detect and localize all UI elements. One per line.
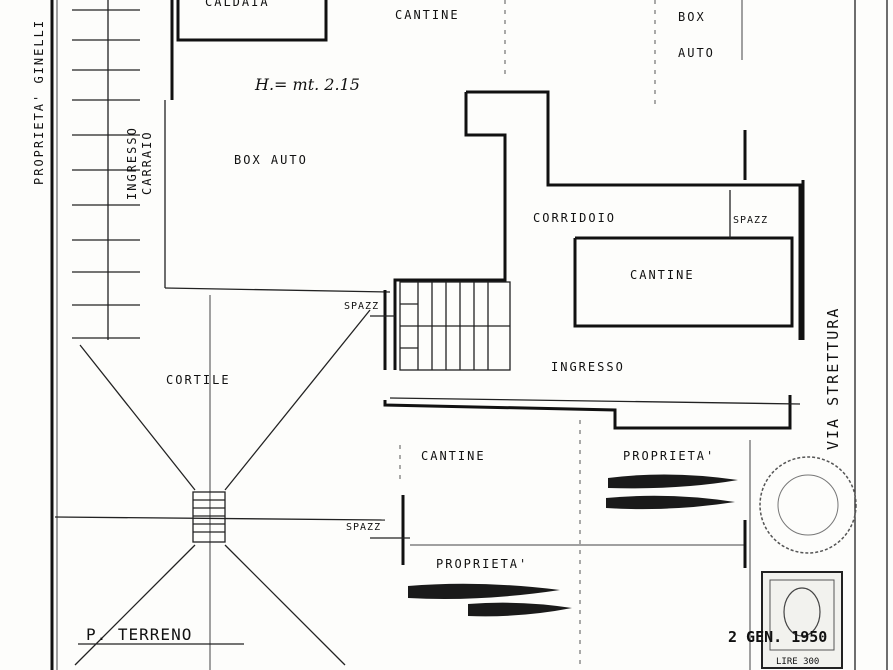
ramp-ticks [72,9,140,339]
official-seal [759,456,857,554]
redaction-marks [408,474,738,617]
cantine-top-label: CANTINE [395,8,460,22]
box-right-label-1: BOX [678,10,706,24]
spazz-right-label: SPAZZ [733,215,768,226]
spazz-left-label: SPAZZ [344,301,379,312]
box-right-label-2: AUTO [678,46,715,60]
stamp-value: LIRE 300 [776,657,819,667]
proprieta-ginelli-label: PROPRIETA' GINELLI [32,19,46,185]
box-auto-label: BOX AUTO [234,153,308,167]
spazz-bottom-label: SPAZZ [346,522,381,533]
height-note: H.= mt. 2.15 [254,75,360,94]
ingresso-carraio-label-1: INGRESSO [125,126,139,200]
ingresso-bottom-wall [383,395,792,430]
stair-core-wall [393,92,507,370]
proprieta-bottom-label: PROPRIETA' [436,557,528,571]
caldaia-wall [176,0,328,42]
cortile-drain [192,491,226,543]
ingresso-inner-line [389,397,801,405]
cantine-bottom-label: CANTINE [421,449,486,463]
via-strettura-label: VIA STRETTURA [824,307,842,450]
cortile-diagonals [54,295,386,670]
revenue-stamp [761,571,843,669]
corridor-outer-wall [466,90,802,340]
cantine-mid-room [573,236,794,328]
main-stairs [399,281,511,371]
cortile-label: CORTILE [166,373,231,387]
box-auto-bottom-wall [164,287,391,293]
corridoio-label: CORRIDOIO [533,211,616,225]
caldaia-label: CALDAIA [205,0,270,9]
ingresso-label: INGRESSO [551,360,625,374]
proprieta-right-label: PROPRIETA' [623,449,715,463]
stamp-date: 2 GEN. 1950 [728,628,827,646]
ingresso-carraio-label-2: CARRAIO [140,130,154,195]
floor-title: P. TERRENO [86,625,192,644]
cantine-mid-label: CANTINE [630,268,695,282]
